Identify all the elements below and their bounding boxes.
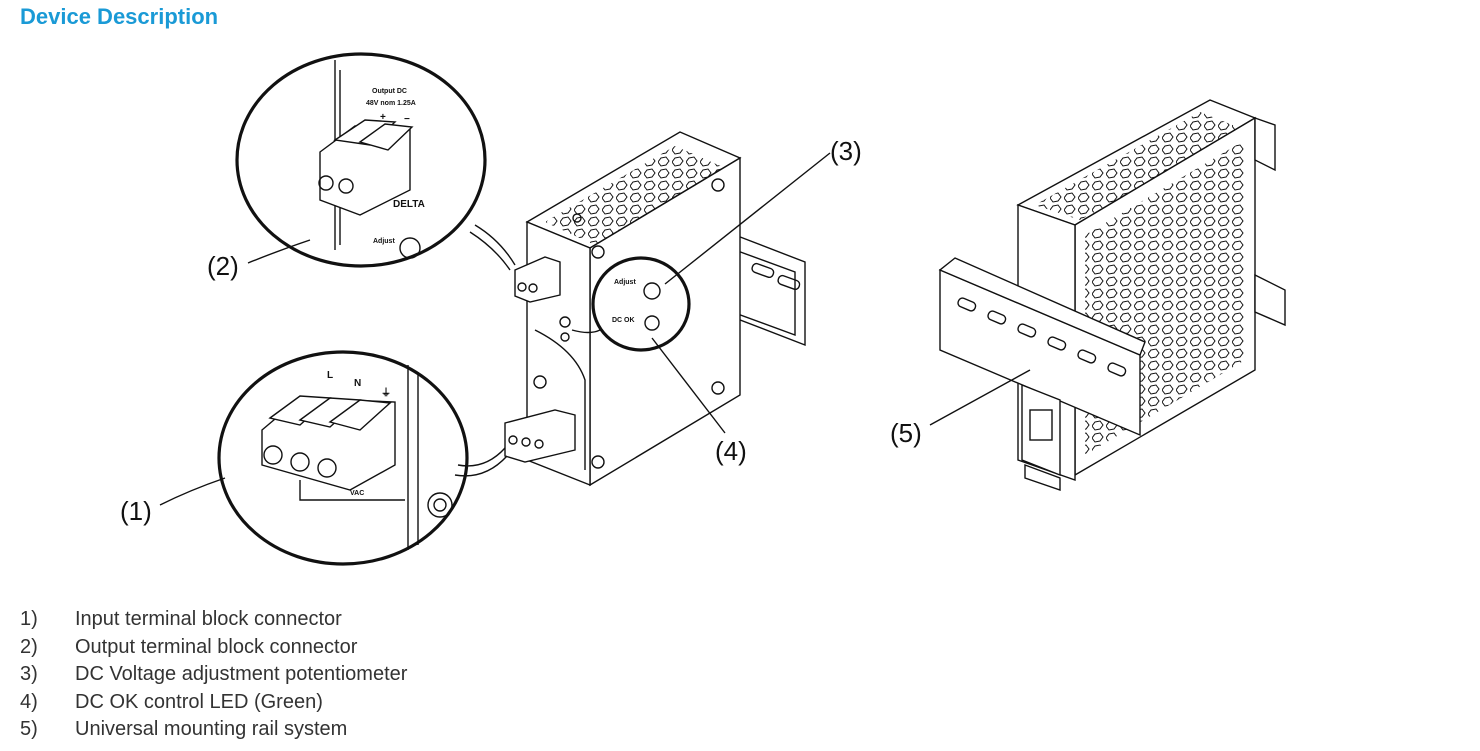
input-vac-text: VAC bbox=[350, 490, 364, 497]
front-device-illustration bbox=[504, 131, 806, 487]
input-l-text: L bbox=[327, 370, 333, 381]
rear-device-illustration bbox=[938, 99, 1286, 491]
input-pe-text: ⏚ bbox=[381, 387, 391, 399]
legend-text: Universal mounting rail system bbox=[75, 718, 348, 741]
plus-symbol: + bbox=[380, 112, 386, 123]
legend-text: Output terminal block connector bbox=[75, 635, 358, 658]
legend-number: 1) bbox=[20, 608, 38, 631]
callout-3: (3) bbox=[830, 136, 862, 166]
legend-text: Input terminal block connector bbox=[75, 608, 342, 631]
legend-text: DC OK control LED (Green) bbox=[75, 690, 323, 713]
output-connector-zoom: Output DC 48V nom 1.25A + − DELTA Adjust bbox=[235, 52, 516, 271]
legend-item: 4) DC OK control LED (Green) bbox=[20, 689, 407, 717]
legend-item: 1) Input terminal block connector bbox=[20, 606, 407, 634]
callout-5: (5) bbox=[890, 418, 922, 448]
adjust-label: Adjust bbox=[614, 279, 636, 286]
input-connector-zoom: L N ⏚ VAC bbox=[217, 350, 508, 566]
page-title: Device Description bbox=[20, 4, 219, 29]
device-diagram: Output DC 48V nom 1.25A + − DELTA Adjust… bbox=[120, 52, 1286, 566]
callout-2: (2) bbox=[207, 251, 239, 281]
legend-number: 4) bbox=[20, 690, 38, 713]
output-rating-text: 48V nom 1.25A bbox=[366, 100, 416, 107]
input-n-text: N bbox=[354, 378, 361, 389]
legend-list: 1) Input terminal block connector 2) Outpu… bbox=[20, 606, 407, 744]
adjust-zoom-text: Adjust bbox=[373, 238, 395, 245]
brand-zoom-text: DELTA bbox=[393, 199, 425, 210]
dc-ok-label: DC OK bbox=[612, 317, 635, 324]
callout-4: (4) bbox=[715, 436, 747, 466]
adjust-led-zoom: Adjust DC OK bbox=[571, 256, 691, 352]
legend-number: 5) bbox=[20, 718, 38, 741]
callout-1: (1) bbox=[120, 496, 152, 526]
legend-item: 2) Output terminal block connector bbox=[20, 634, 407, 662]
legend-number: 3) bbox=[20, 663, 38, 686]
output-dc-text: Output DC bbox=[372, 88, 407, 95]
legend-text: DC Voltage adjustment potentiometer bbox=[75, 663, 408, 686]
minus-symbol: − bbox=[404, 114, 410, 125]
legend-number: 2) bbox=[20, 635, 38, 658]
legend-item: 5) Universal mounting rail system bbox=[20, 716, 407, 744]
legend-item: 3) DC Voltage adjustment potentiometer bbox=[20, 661, 407, 689]
